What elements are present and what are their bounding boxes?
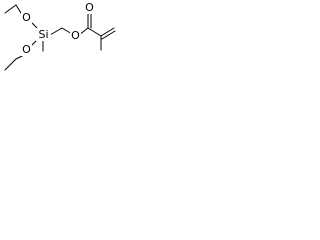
bond-ethoxy-upper-terminal	[4, 4, 17, 14]
atom-o-upper: O	[22, 11, 31, 24]
bond-carbonyl-c-alpha	[87, 27, 102, 37]
atom-si: Si	[38, 28, 48, 41]
bond-alpha-methylene-a	[100, 27, 115, 37]
atom-o-lower: O	[22, 43, 31, 56]
atom-o-ester: O	[71, 29, 80, 42]
si-label-bg	[36, 28, 51, 41]
o-ester-label-bg	[70, 29, 81, 42]
atom-o-carbonyl: O	[85, 1, 94, 14]
o-carbonyl-label-bg	[84, 1, 95, 14]
bond-alpha-methylene-b	[101, 30, 116, 40]
o-lower-label-bg	[21, 43, 32, 56]
molecule-structure: O Si O O O	[4, 1, 116, 71]
bond-ethoxy-lower-terminal	[4, 58, 17, 71]
bond-si-ch2	[49, 27, 63, 36]
bond-ethoxy-upper-ch2	[15, 4, 22, 14]
o-upper-label-bg	[21, 11, 32, 24]
